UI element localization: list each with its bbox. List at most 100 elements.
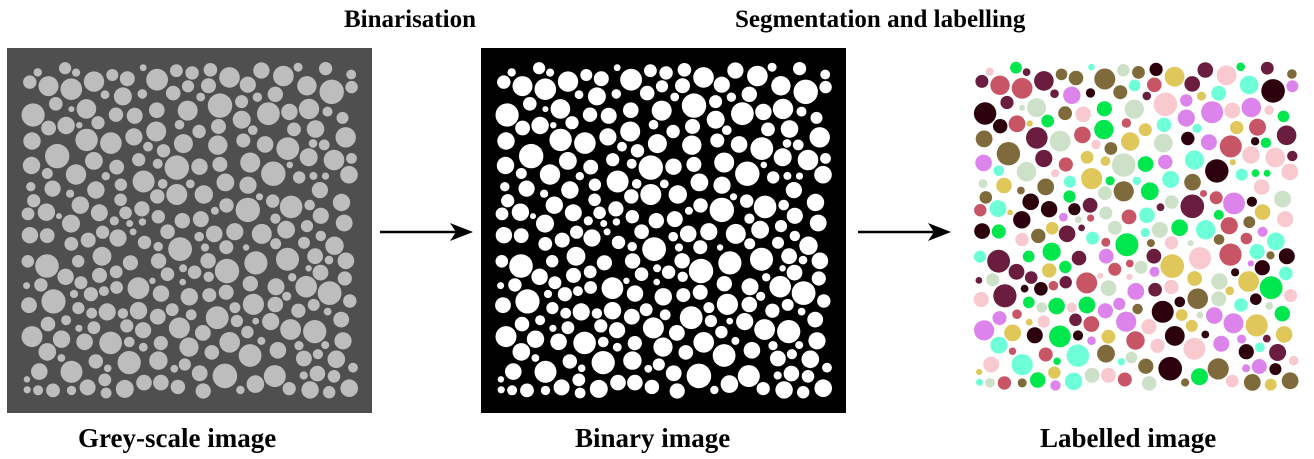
particle bbox=[273, 65, 294, 87]
particle bbox=[309, 171, 318, 180]
particle bbox=[497, 282, 505, 290]
particle bbox=[99, 331, 122, 355]
particle bbox=[1034, 71, 1054, 91]
particle bbox=[37, 203, 56, 221]
particle bbox=[783, 171, 792, 180]
particle bbox=[60, 78, 83, 100]
particle bbox=[33, 68, 42, 77]
particle bbox=[1012, 309, 1022, 320]
particle bbox=[497, 132, 515, 150]
particle bbox=[327, 370, 341, 383]
particle bbox=[1146, 248, 1162, 264]
particle bbox=[531, 268, 548, 285]
particle bbox=[87, 181, 105, 199]
particle bbox=[1100, 156, 1111, 166]
particle bbox=[991, 224, 1006, 239]
particle bbox=[627, 336, 642, 351]
particle bbox=[565, 116, 579, 130]
particle bbox=[196, 92, 206, 102]
particle bbox=[1211, 273, 1228, 290]
particle bbox=[716, 293, 738, 315]
particle bbox=[1237, 334, 1247, 344]
particle bbox=[1175, 309, 1188, 321]
particle bbox=[203, 271, 214, 282]
particle bbox=[1153, 133, 1173, 153]
particle bbox=[61, 315, 72, 326]
particle bbox=[1124, 99, 1144, 119]
particle bbox=[41, 289, 66, 314]
particle bbox=[679, 225, 697, 243]
particle bbox=[1148, 282, 1162, 297]
particle bbox=[1121, 209, 1137, 225]
particle bbox=[110, 281, 123, 294]
particle bbox=[318, 139, 330, 151]
particle bbox=[610, 374, 626, 391]
particle bbox=[1125, 259, 1134, 268]
particle bbox=[1000, 95, 1014, 110]
particle bbox=[769, 275, 791, 298]
particle bbox=[624, 253, 641, 269]
particle bbox=[679, 306, 703, 330]
particle bbox=[693, 67, 714, 88]
particle bbox=[1008, 263, 1025, 280]
particle bbox=[770, 350, 786, 367]
particle bbox=[1276, 125, 1297, 146]
particle bbox=[1068, 203, 1081, 216]
particle bbox=[570, 225, 584, 239]
particle bbox=[669, 383, 685, 399]
particle bbox=[100, 387, 112, 399]
particle bbox=[1156, 203, 1165, 212]
particle bbox=[1035, 149, 1053, 168]
particle bbox=[1262, 334, 1271, 343]
particle bbox=[1017, 378, 1027, 388]
particle bbox=[337, 271, 352, 286]
particle bbox=[1160, 254, 1184, 278]
particle bbox=[208, 135, 228, 155]
particle bbox=[304, 199, 316, 211]
particle bbox=[573, 331, 596, 355]
particle bbox=[1209, 191, 1223, 205]
particle bbox=[1108, 262, 1122, 276]
particle bbox=[1149, 266, 1160, 277]
particle bbox=[203, 63, 218, 77]
particle bbox=[783, 365, 800, 382]
particle bbox=[1158, 154, 1173, 170]
particle bbox=[135, 322, 152, 339]
particle bbox=[21, 255, 35, 268]
particle bbox=[987, 249, 1010, 273]
particle bbox=[669, 325, 685, 341]
particle bbox=[975, 277, 983, 284]
particle bbox=[1063, 190, 1076, 203]
particle bbox=[507, 68, 516, 77]
particle bbox=[655, 80, 669, 93]
particle bbox=[1187, 271, 1202, 286]
particle bbox=[321, 172, 330, 180]
particle bbox=[515, 289, 540, 314]
particle bbox=[750, 247, 773, 271]
particle bbox=[536, 214, 554, 233]
particle bbox=[1274, 306, 1290, 322]
particle bbox=[674, 253, 690, 269]
particle bbox=[990, 336, 1008, 354]
particle bbox=[299, 148, 318, 167]
particle bbox=[322, 106, 333, 117]
particle bbox=[1111, 153, 1136, 177]
particle bbox=[153, 241, 163, 252]
particle bbox=[279, 195, 303, 219]
particle bbox=[1220, 217, 1238, 235]
particle bbox=[686, 156, 702, 172]
particle bbox=[1241, 97, 1262, 118]
particle bbox=[613, 64, 621, 72]
particle bbox=[348, 362, 358, 373]
particle bbox=[152, 158, 163, 169]
particle bbox=[41, 168, 53, 179]
particle bbox=[1045, 221, 1059, 235]
particle bbox=[74, 276, 88, 290]
particle bbox=[822, 362, 832, 373]
particle bbox=[814, 379, 832, 398]
particle bbox=[23, 376, 31, 383]
particle bbox=[496, 156, 515, 175]
particle bbox=[127, 277, 150, 300]
particle bbox=[219, 332, 240, 353]
particle bbox=[100, 90, 110, 100]
